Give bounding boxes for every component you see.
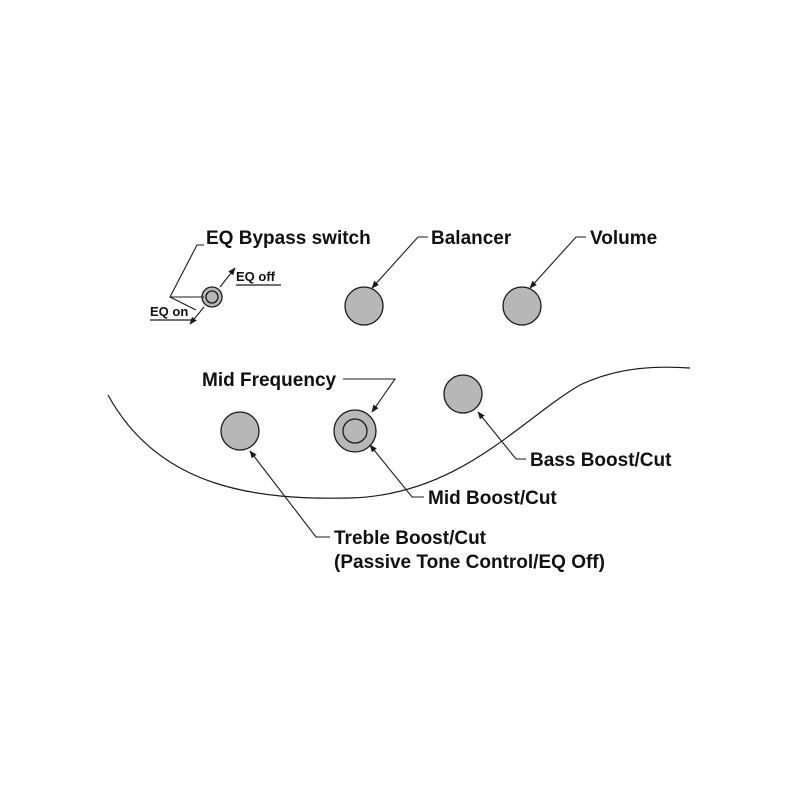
volume-label: Volume: [590, 228, 657, 249]
treble-boost-cut-label: Treble Boost/Cut: [334, 528, 487, 549]
mid-frequency-label: Mid Frequency: [202, 370, 337, 391]
mid-frequency-knob[interactable]: [342, 418, 368, 444]
bass-knob[interactable]: [443, 374, 483, 414]
eq-bypass-switch-inner[interactable]: [205, 290, 219, 304]
treble-note-label: (Passive Tone Control/EQ Off): [334, 552, 605, 573]
balancer-leader: [371, 236, 428, 289]
balancer-knob[interactable]: [344, 286, 384, 326]
eq-bypass-switch-label: EQ Bypass switch: [206, 228, 371, 249]
body-edge-curve: [107, 366, 691, 499]
balancer-label: Balancer: [431, 228, 512, 249]
mid-boost-cut-label: Mid Boost/Cut: [428, 488, 557, 509]
eq-off-label: EQ off: [236, 269, 276, 284]
eq-bypass-leader: [169, 244, 204, 298]
eq-bypass-switch[interactable]: [201, 286, 223, 308]
mid-knob[interactable]: [333, 409, 377, 453]
volume-leader: [529, 236, 586, 289]
treble-knob[interactable]: [220, 411, 260, 451]
volume-knob[interactable]: [502, 286, 542, 326]
mid-frequency-leader: [343, 378, 397, 413]
mid-boost-cut-leader: [369, 444, 424, 498]
bass-boost-cut-label: Bass Boost/Cut: [530, 450, 672, 471]
eq-on-arrow: [189, 306, 205, 325]
eq-on-label: EQ on: [150, 304, 188, 319]
eq-off-arrow: [219, 267, 236, 288]
treble-boost-cut-leader: [249, 450, 330, 538]
eq-on-leader: [169, 296, 197, 311]
bass-boost-cut-leader: [477, 411, 526, 460]
